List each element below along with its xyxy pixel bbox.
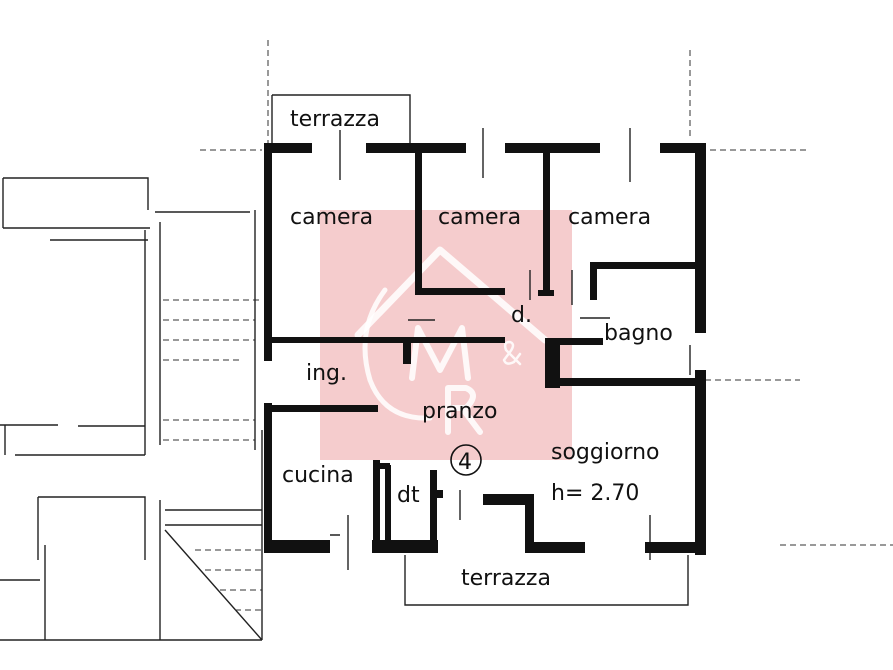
room-label-ingresso: ing. bbox=[306, 361, 347, 386]
room-label-pranzo: pranzo bbox=[422, 399, 497, 424]
axis-lines bbox=[200, 40, 893, 570]
watermark-logo bbox=[320, 210, 572, 460]
room-label-terrazza-top: terrazza bbox=[290, 107, 380, 132]
room-label-soggiorno: soggiorno bbox=[551, 440, 660, 465]
room-label-camera-2: camera bbox=[438, 205, 521, 230]
room-label-cucina: cucina bbox=[282, 463, 354, 488]
watermark-ampersand bbox=[502, 340, 522, 366]
unit-number-circle bbox=[450, 444, 482, 476]
room-label-camera-1: camera bbox=[290, 205, 373, 230]
terrace-top-outline bbox=[271, 94, 411, 145]
room-label-camera-3: camera bbox=[568, 205, 651, 230]
unit-number: 4 bbox=[458, 450, 472, 475]
walls bbox=[264, 143, 706, 555]
watermark-letter-r bbox=[445, 385, 483, 435]
room-label-ripostiglio: dt bbox=[397, 483, 420, 508]
watermark-letter-m bbox=[409, 325, 471, 381]
room-label-bagno: bagno bbox=[604, 321, 673, 346]
ceiling-height-label: h= 2.70 bbox=[551, 481, 639, 506]
room-label-terrazza-bottom: terrazza bbox=[461, 566, 551, 591]
neighbour-building bbox=[0, 177, 263, 641]
terrace-bottom-outline bbox=[404, 555, 689, 606]
room-label-disimpegno: d. bbox=[511, 303, 532, 328]
